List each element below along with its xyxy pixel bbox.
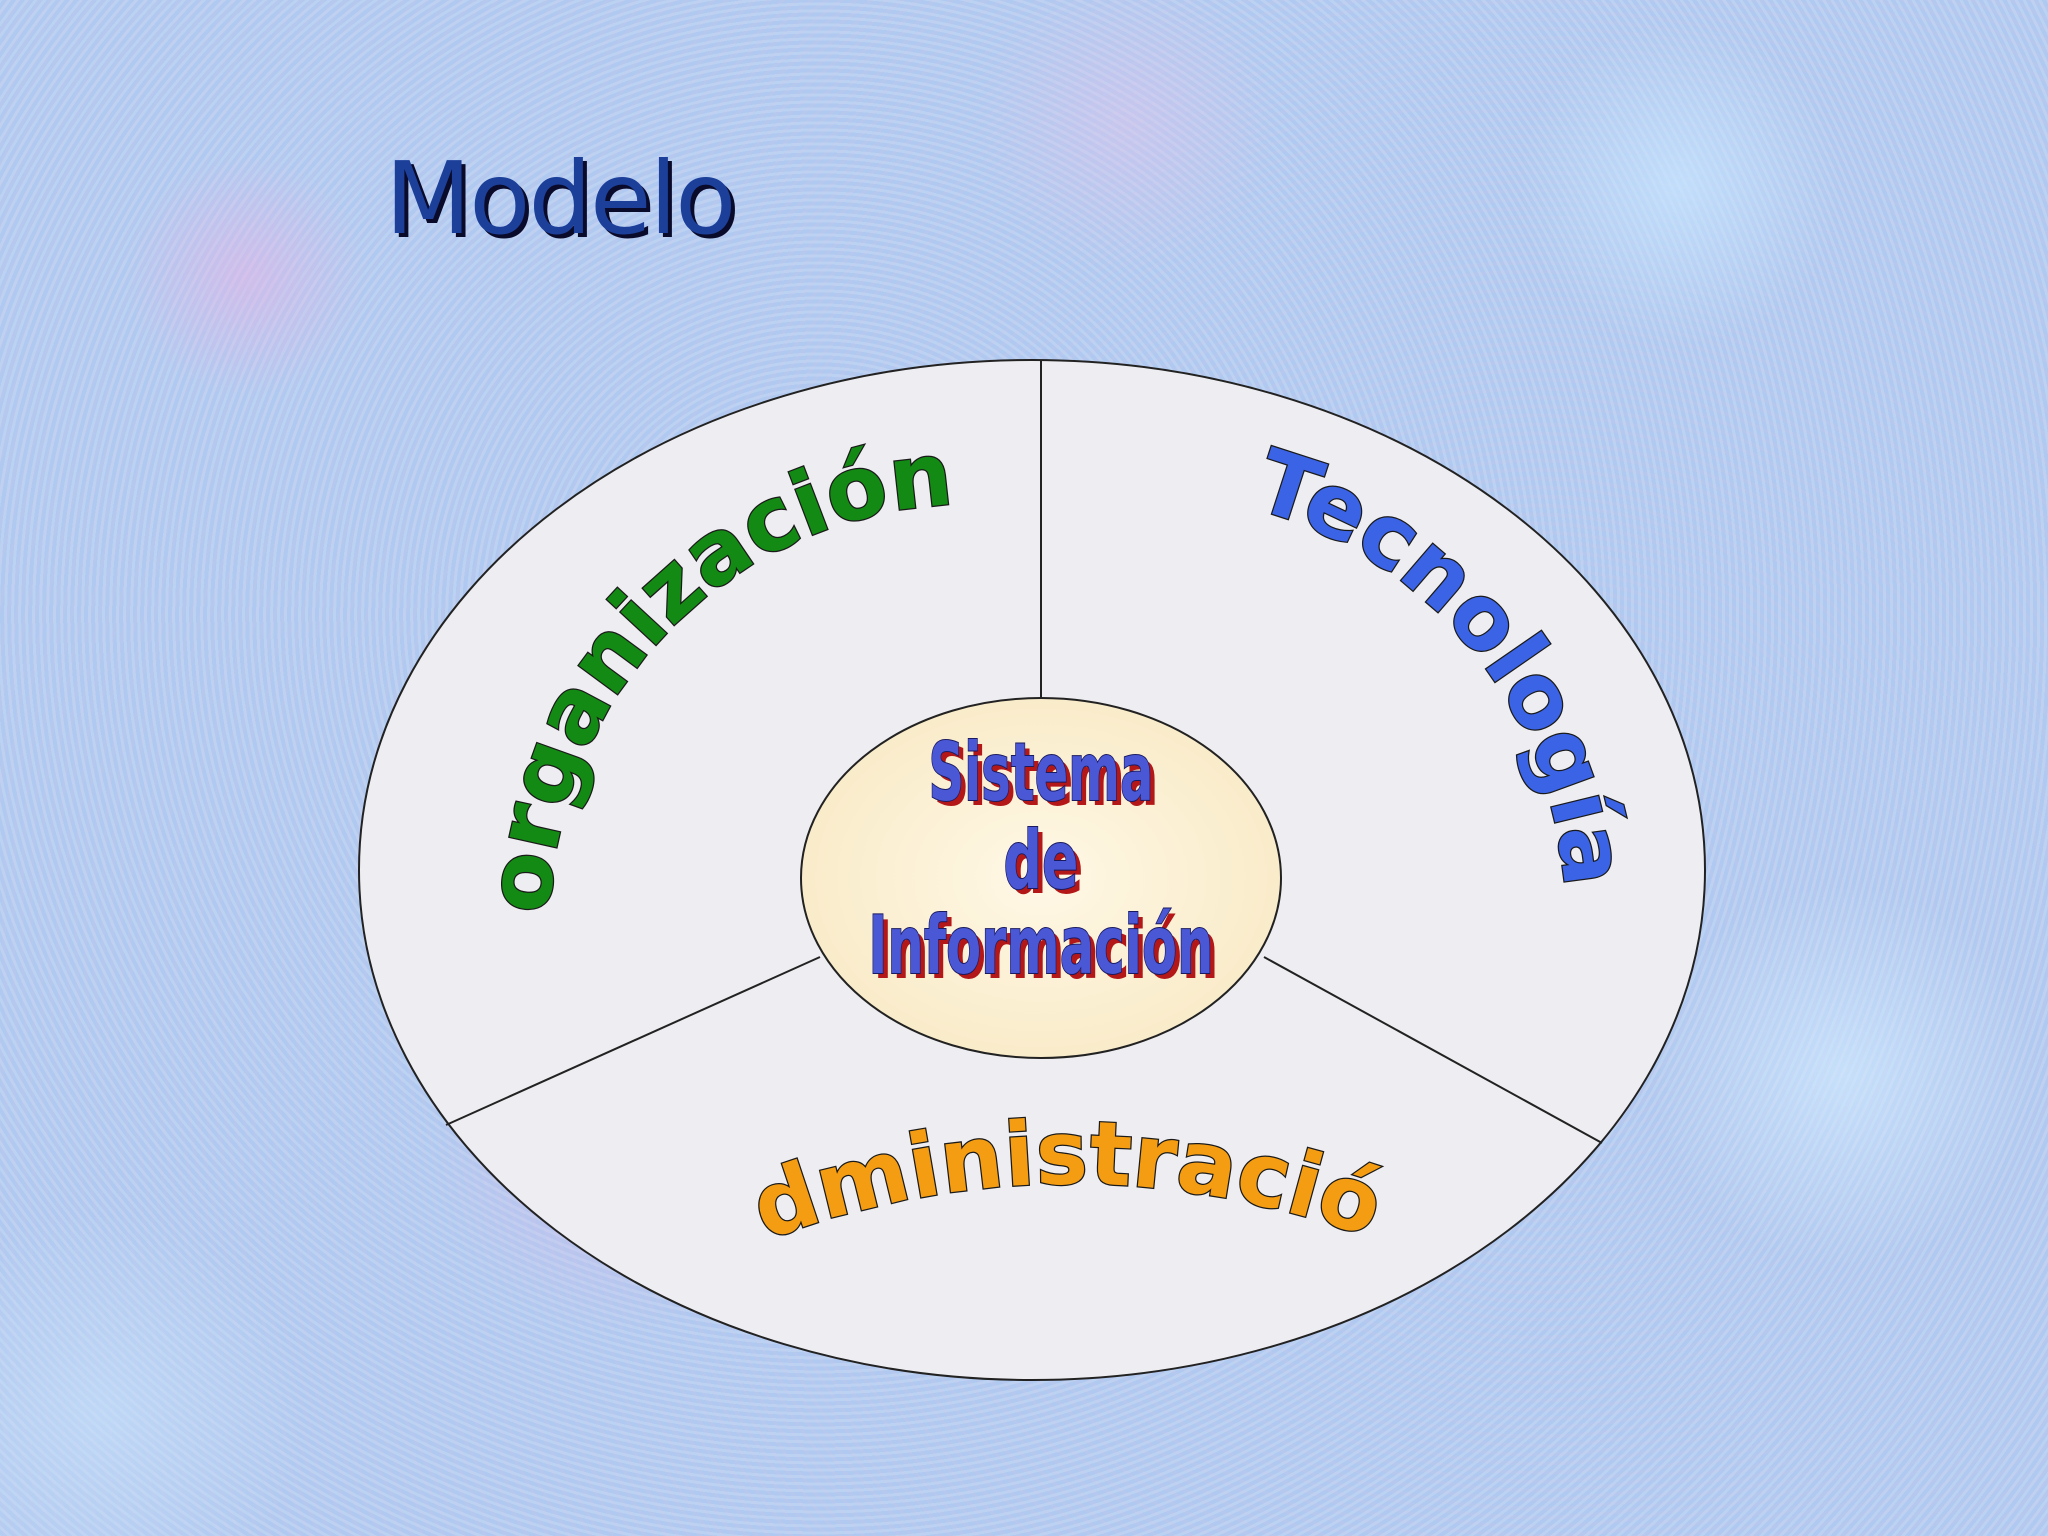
svg-text:Información: Información <box>869 899 1214 992</box>
center-label: Sistema Sistema de de Información Inform… <box>868 725 1219 997</box>
svg-text:de: de <box>1004 814 1079 907</box>
divider-right <box>1263 956 1603 1144</box>
svg-text:Sistema: Sistema <box>934 731 1159 824</box>
center-ellipse <box>800 697 1282 1059</box>
svg-text:de: de <box>1009 819 1084 912</box>
slide-title: Modelo <box>385 140 736 257</box>
svg-text:Sistema: Sistema <box>929 726 1154 819</box>
divider-left <box>445 956 821 1126</box>
svg-text:Información: Información <box>874 904 1219 997</box>
